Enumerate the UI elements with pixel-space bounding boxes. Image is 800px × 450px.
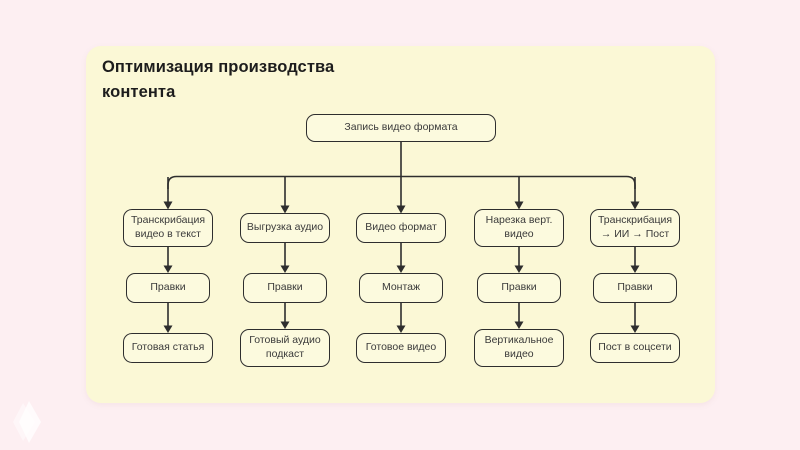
flow-node-final-vertical-video: Вертикальное видео	[474, 329, 564, 367]
diagram-card: Оптимизация производства контента	[86, 46, 715, 403]
flow-node-transcription-video-text: Транскрибация видео в текст	[123, 209, 213, 247]
lotus-watermark-icon	[13, 401, 41, 443]
flow-node-audio-export: Выгрузка аудио	[240, 213, 330, 243]
flow-node-edits-2: Правки	[243, 273, 327, 303]
flow-node-video-format: Видео формат	[356, 213, 446, 243]
diagram-title: Оптимизация производства контента	[102, 58, 335, 101]
flow-node-final-article: Готовая статья	[123, 333, 213, 363]
flow-node-transcription-ai-post: Транскрибация → ИИ → Пост	[590, 209, 680, 247]
flow-node-vertical-cuts: Нарезка верт. видео	[474, 209, 564, 247]
flow-node-root: Запись видео формата	[306, 114, 496, 142]
flow-node-edits-5: Правки	[593, 273, 677, 303]
flow-node-edits-4: Правки	[477, 273, 561, 303]
flow-node-edits-1: Правки	[126, 273, 210, 303]
flow-node-final-podcast: Готовый аудио подкаст	[240, 329, 330, 367]
flow-node-final-social-post: Пост в соцсети	[590, 333, 680, 363]
flow-node-final-video: Готовое видео	[356, 333, 446, 363]
flow-node-montage: Монтаж	[359, 273, 443, 303]
flow-connector-lines	[163, 142, 640, 333]
